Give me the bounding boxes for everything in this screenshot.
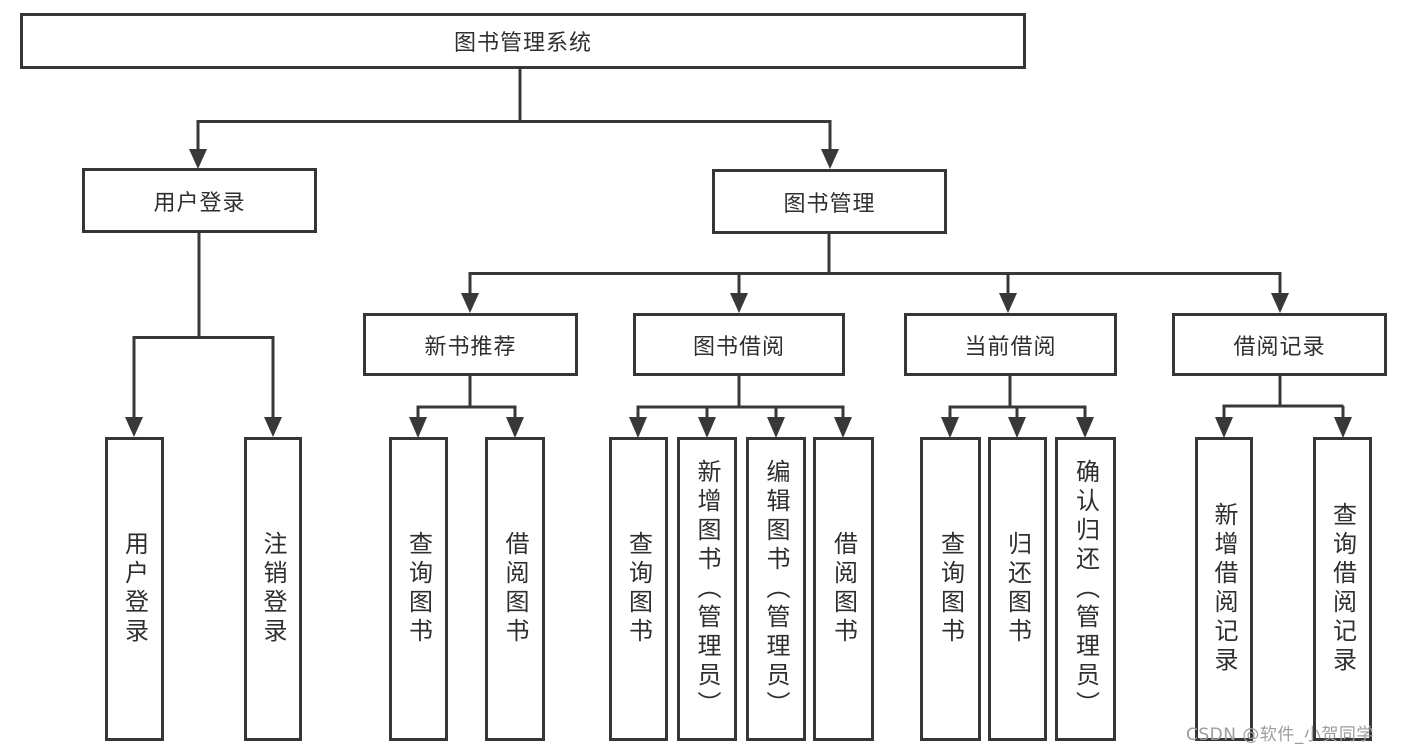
node-borrow-records-label: 借阅记录: [1233, 334, 1326, 360]
leaf-label: 新增图书（管理员）: [693, 458, 721, 720]
node-book-borrow: 图书借阅: [633, 313, 845, 376]
leaf-logout: 注销登录: [244, 437, 302, 741]
leaf-label: 查询图书: [936, 531, 965, 647]
node-user-login-label: 用户登录: [153, 190, 246, 216]
leaf-label: 借阅图书: [501, 531, 529, 647]
leaf-query-books-current: 查询图书: [920, 437, 981, 741]
leaf-label: 确认归还（管理员）: [1071, 458, 1100, 720]
arrowheads: [125, 149, 1352, 438]
node-new-book-recommend: 新书推荐: [363, 313, 578, 376]
leaf-label: 借阅图书: [829, 531, 858, 647]
leaf-borrow-books: 借阅图书: [813, 437, 874, 741]
leaf-query-books-recommend: 查询图书: [389, 437, 448, 741]
leaf-label: 查询图书: [624, 531, 653, 647]
node-book-borrow-label: 图书借阅: [692, 334, 785, 360]
watermark: CSDN @软件_小贺同学: [1186, 725, 1374, 745]
node-user-login: 用户登录: [82, 168, 317, 233]
node-borrow-records: 借阅记录: [1172, 313, 1387, 376]
node-root: 图书管理系统: [20, 13, 1026, 69]
leaf-add-borrow-record: 新增借阅记录: [1195, 437, 1253, 741]
node-root-label: 图书管理系统: [453, 31, 592, 56]
leaf-label: 新增借阅记录: [1210, 502, 1238, 676]
leaf-label: 查询图书: [404, 531, 433, 647]
leaf-return-books: 归还图书: [988, 437, 1047, 741]
leaf-query-borrow-record: 查询借阅记录: [1313, 437, 1372, 741]
node-current-borrow-label: 当前借阅: [964, 334, 1057, 360]
leaf-label: 归还图书: [1003, 531, 1032, 647]
node-new-book-recommend-label: 新书推荐: [424, 334, 517, 360]
node-book-management: 图书管理: [712, 169, 947, 234]
leaf-label: 注销登录: [259, 531, 287, 647]
leaf-edit-books-admin: 编辑图书（管理员）: [746, 437, 806, 741]
leaf-add-books-admin: 新增图书（管理员）: [677, 437, 737, 741]
leaf-label: 编辑图书（管理员）: [762, 458, 790, 720]
node-current-borrow: 当前借阅: [904, 313, 1117, 376]
leaf-label: 用户登录: [120, 531, 149, 647]
leaf-query-books-borrow: 查询图书: [609, 437, 668, 741]
leaf-borrow-books-recommend: 借阅图书: [485, 437, 545, 741]
leaf-user-login: 用户登录: [105, 437, 164, 741]
root-to-level2-wires: [132, 68, 1345, 418]
leaf-confirm-return-admin: 确认归还（管理员）: [1055, 437, 1116, 741]
node-book-management-label: 图书管理: [783, 191, 876, 217]
leaf-label: 查询借阅记录: [1328, 502, 1357, 676]
